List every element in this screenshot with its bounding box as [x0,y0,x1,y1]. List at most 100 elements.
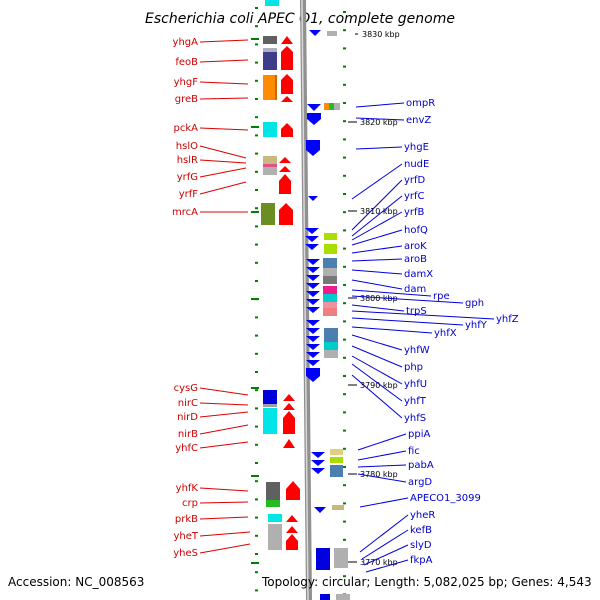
gene-arrow [306,299,320,305]
gene-label: yhfT [404,396,427,407]
gene-label: yhfX [434,328,457,339]
gene-label: nirD [177,412,198,423]
gene-label: prkB [175,514,198,525]
gene-block [275,75,277,100]
leader-line [351,334,403,351]
gene-arrow [305,236,319,242]
gene-block [263,48,277,52]
gene-arrow [283,411,295,434]
gene-arrow [279,157,291,163]
leader-line [357,464,407,468]
gene-block [261,203,275,225]
leader-line [351,310,495,320]
gene-arrow [281,36,293,44]
leader-line [351,229,403,246]
topology-label: Topology: circular; Length: 5,082,025 bp… [261,575,592,589]
gene-arrow [305,244,319,250]
leader-line [357,450,407,461]
gene-label: greB [175,94,198,105]
gene-arrow [306,360,320,366]
gene-arrow [286,515,298,522]
gene-label: envZ [406,115,431,126]
gene-label: hslO [176,141,198,152]
gene-block [263,75,277,100]
leader-line [199,81,249,85]
gene-arrow [283,439,295,448]
gene-arrow [306,368,320,382]
gene-arrow [279,203,293,225]
gene-block [263,167,277,175]
leader-line [199,387,249,396]
gene-label: yrfF [179,189,199,200]
gene-arrow [305,228,319,234]
leader-line [365,559,409,573]
leader-line [199,127,249,131]
gene-block [323,276,337,284]
leader-line [199,411,249,418]
gene-label: yhfY [465,320,488,331]
leader-line [351,374,403,419]
leader-line [199,501,249,504]
leader-line [199,59,249,63]
gene-block [334,548,348,568]
gene-label: yhgF [174,77,199,88]
leader-line [355,102,405,108]
gene-label: pckA [174,123,199,134]
gene-arrow [306,352,320,358]
gene-arrow [309,30,321,36]
leader-line [199,39,249,43]
gene-label: kefB [410,525,432,536]
gene-label: damX [404,269,433,280]
gene-block [330,457,343,463]
leader-line [351,195,403,237]
gene-arrow [314,507,326,513]
leader-line [351,304,405,312]
gene-label: nirB [178,429,198,440]
gene-block [320,594,330,600]
gene-label: pabA [408,460,434,471]
gene-label: yrfC [404,191,425,202]
gene-block [329,103,334,110]
kbp-mark: 3790 kbp [360,381,398,390]
gene-arrow [279,174,291,194]
leader-line [357,433,407,451]
leader-line [351,345,403,368]
leader-line [351,163,403,200]
leader-line [351,289,432,297]
gene-arrow [306,259,320,265]
gene-label: aroB [404,254,427,265]
gene-block [336,594,350,600]
gene-label: rpe [433,291,450,302]
gene-arrow [306,344,320,350]
gene-label: mrcA [172,207,198,218]
kbp-mark: 3820 kbp [360,118,398,127]
gene-arrow [286,526,298,533]
gene-arrow [311,452,325,458]
gene-arrow [306,307,320,313]
gene-block [323,268,337,276]
gene-block [323,258,337,268]
gene-arrow [306,275,320,281]
gene-block [263,36,277,44]
left-gene-track [261,0,300,550]
gene-block [323,308,337,316]
gene-block [263,164,277,167]
gene-block [268,514,282,522]
gene-label: crp [182,498,198,509]
gene-label: yrfG [177,172,198,183]
kbp-mark: 3770 kbp [360,558,398,567]
leader-line [351,211,403,241]
gene-arrow [306,328,320,334]
gene-label: feoB [175,57,198,68]
gene-arrow [306,283,320,289]
gene-arrow [279,166,291,172]
gene-label: yrfD [404,175,426,186]
gene-arrow [306,291,320,297]
gene-label: yheS [173,548,198,559]
gene-arrow [281,46,293,70]
gene-label: hslR [177,155,198,166]
leader-line [363,544,409,566]
kbp-mark: 3830 kbp [362,30,400,39]
leader-line [351,326,433,334]
